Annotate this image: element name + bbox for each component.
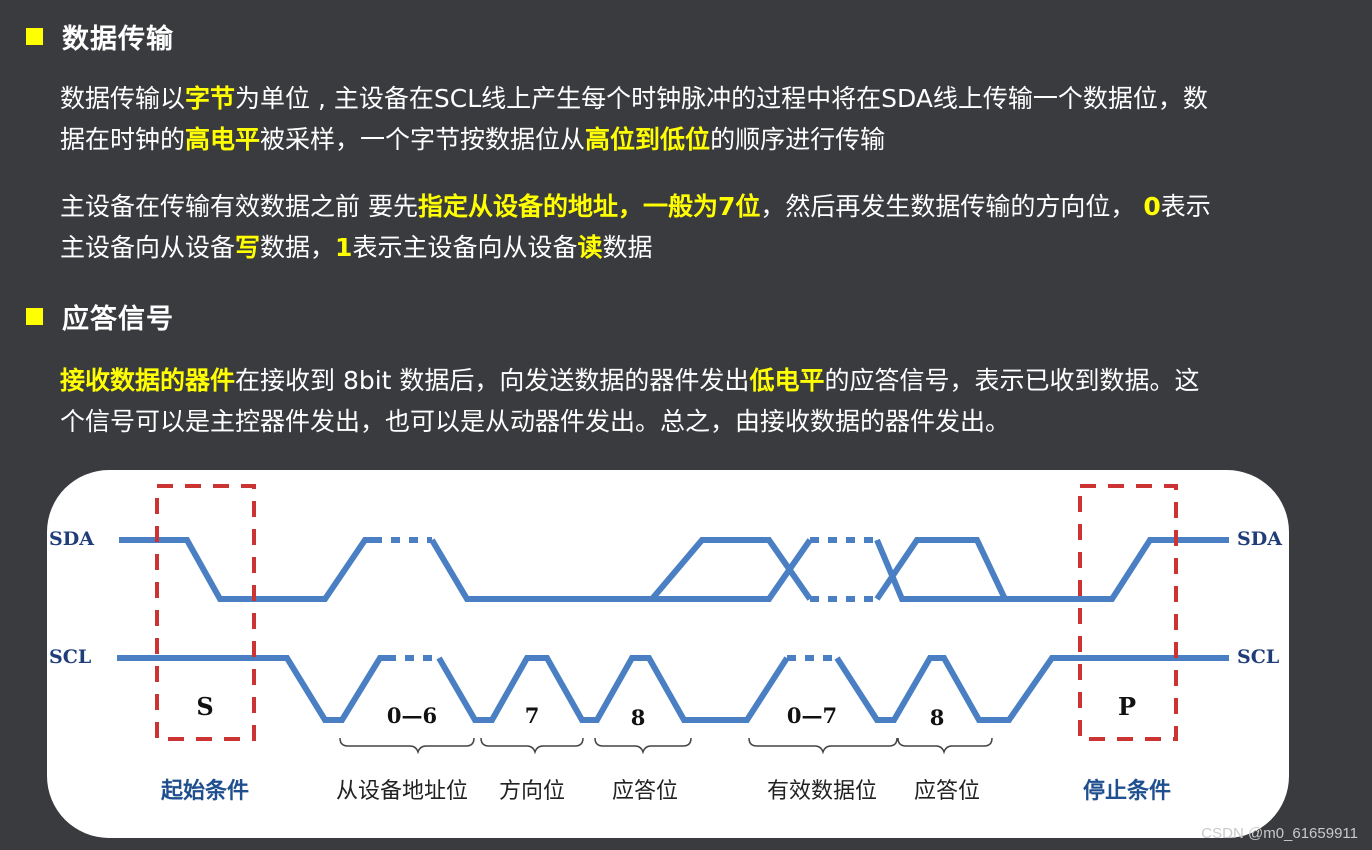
body-text: 主设备在传输有效数据之前 要先 bbox=[60, 192, 418, 221]
phase-label-direction: 方向位 bbox=[498, 779, 566, 804]
section-heading-ack-signal: 应答信号 bbox=[26, 297, 174, 336]
body-text: 个信号可以是主控器件发出，也可以是从动器件发出。总之，由接收数据的器件发出。 bbox=[60, 407, 1011, 436]
bullet-square-icon bbox=[26, 28, 43, 45]
highlight-text: 接收数据的器件 bbox=[60, 366, 236, 395]
sda-label-right: SDA bbox=[1237, 528, 1282, 550]
scl-label-left: SCL bbox=[49, 646, 92, 668]
phase-label-address: 从设备地址位 bbox=[335, 779, 469, 804]
start-letter: S bbox=[196, 692, 214, 721]
highlight-text: 0 bbox=[1143, 192, 1161, 221]
highlight-text: 低电平 bbox=[749, 366, 825, 395]
body-text: 表示 bbox=[1160, 192, 1211, 221]
phase-label-ack1: 应答位 bbox=[611, 779, 679, 804]
sda-wave-start bbox=[119, 537, 373, 602]
brace-ack1 bbox=[594, 737, 692, 755]
bullet-square-icon bbox=[26, 308, 43, 325]
body-text: 数据 bbox=[602, 233, 653, 262]
section-title: 数据传输 bbox=[62, 24, 174, 55]
scl-wave bbox=[117, 655, 387, 723]
highlight-text: 字节 bbox=[185, 84, 236, 113]
stop-letter: P bbox=[1117, 692, 1137, 721]
brace-ack2 bbox=[897, 737, 993, 755]
stop-condition-label: 停止条件 bbox=[1082, 779, 1172, 804]
phase-label-data: 有效数据位 bbox=[766, 779, 878, 804]
highlight-text: 高电平 bbox=[185, 125, 261, 154]
watermark: CSDN @m0_61659911 bbox=[1201, 825, 1358, 842]
body-text: 的应答信号，表示已收到数据。这 bbox=[824, 366, 1200, 395]
body-text: 主设备向从设备 bbox=[60, 233, 236, 262]
body-text: 被采样，一个字节按数据位从 bbox=[260, 125, 586, 154]
bit-label-direction: 7 bbox=[524, 703, 540, 728]
section-title: 应答信号 bbox=[62, 304, 174, 335]
highlight-text: 读 bbox=[577, 233, 603, 262]
highlight-text: 写 bbox=[235, 233, 261, 262]
brace-direction bbox=[480, 737, 584, 755]
scl-label-right: SCL bbox=[1237, 646, 1280, 668]
bit-label-address: 0—6 bbox=[386, 703, 438, 728]
body-text: 数据， bbox=[260, 233, 336, 262]
body-text: 的顺序进行传输 bbox=[710, 125, 886, 154]
highlight-text: 1 bbox=[335, 233, 353, 262]
paragraph-byte-transfer: 数据传输以字节为单位 , 主设备在SCL线上产生每个时钟脉冲的过程中将在SDA线… bbox=[60, 78, 1350, 160]
body-text: 据在时钟的 bbox=[60, 125, 186, 154]
body-text: 数据传输以 bbox=[60, 84, 186, 113]
bit-label-ack2: 8 bbox=[929, 705, 945, 730]
start-condition-box bbox=[155, 484, 256, 741]
phase-label-ack2: 应答位 bbox=[913, 779, 981, 804]
body-text: 在接收到 8bit 数据后，向发送数据的器件发出 bbox=[235, 366, 750, 395]
bit-label-ack1: 8 bbox=[630, 705, 646, 730]
i2c-timing-diagram: SDA SCL SDA SCL S P 0—6 7 8 0—7 8 起始条件 从… bbox=[47, 470, 1289, 838]
sda-wave-direction bbox=[612, 537, 813, 602]
brace-address bbox=[339, 737, 475, 755]
highlight-text: 指定从设备的地址，一般为7位 bbox=[417, 192, 761, 221]
highlight-text: 高位到低位 bbox=[585, 125, 711, 154]
section-heading-data-transfer: 数据传输 bbox=[26, 17, 174, 56]
start-condition-label: 起始条件 bbox=[160, 779, 250, 804]
stop-condition-box bbox=[1078, 484, 1178, 741]
paragraph-address-direction: 主设备在传输有效数据之前 要先指定从设备的地址，一般为7位，然后再发生数据传输的… bbox=[60, 186, 1350, 268]
body-text: 表示主设备向从设备 bbox=[352, 233, 578, 262]
sda-label-left: SDA bbox=[49, 528, 94, 550]
timing-waveforms bbox=[117, 484, 1229, 755]
paragraph-ack: 接收数据的器件在接收到 8bit 数据后，向发送数据的器件发出低电平的应答信号，… bbox=[60, 360, 1350, 442]
body-text: 为单位 , 主设备在SCL线上产生每个时钟脉冲的过程中将在SDA线上传输一个数据… bbox=[235, 84, 1208, 113]
bit-label-data: 0—7 bbox=[786, 703, 838, 728]
body-text: ，然后再发生数据传输的方向位， bbox=[760, 192, 1144, 221]
brace-data bbox=[748, 737, 898, 755]
